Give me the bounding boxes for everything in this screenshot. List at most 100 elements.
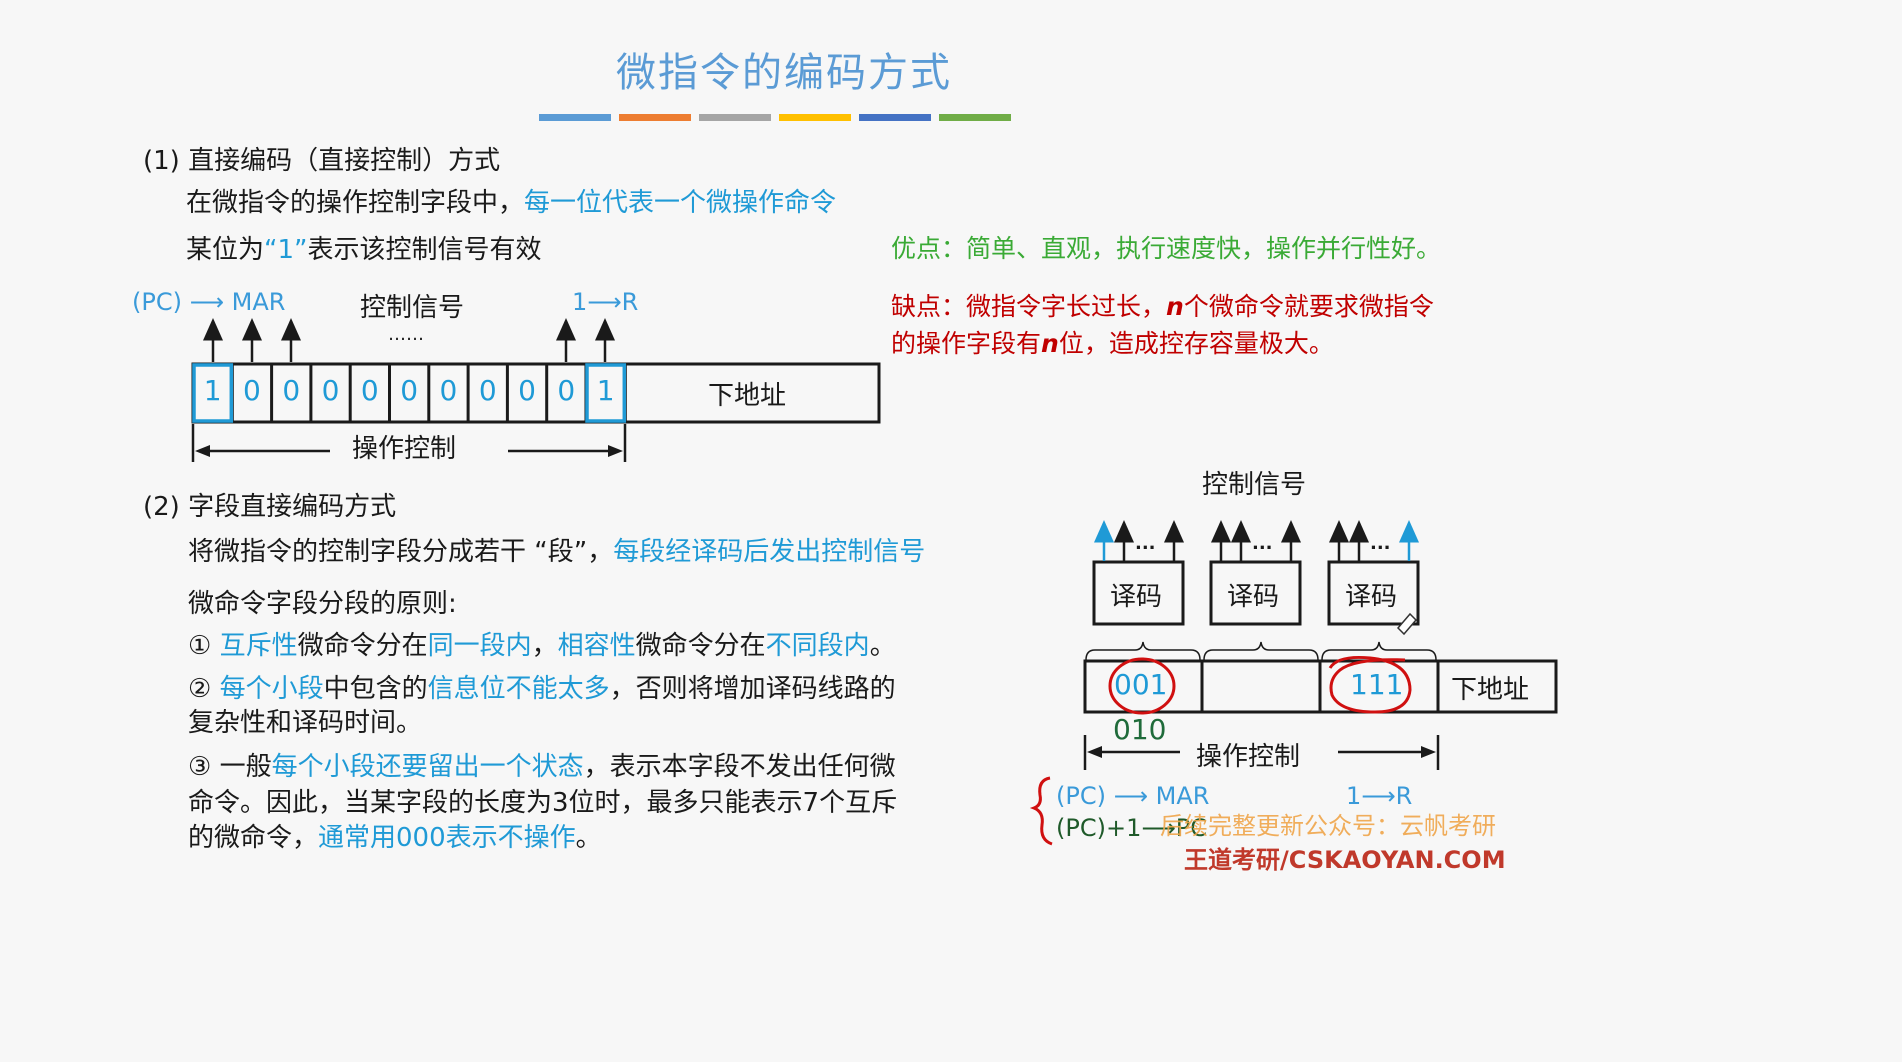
d2-decoder-2-label: 译码	[1227, 582, 1280, 612]
color-bar-4	[779, 114, 851, 121]
text-run: 互斥性	[219, 631, 298, 661]
text-run: ，	[531, 631, 558, 661]
section1-line1-highlight: 每一位代表一个微操作命令	[524, 188, 837, 218]
d1-active-bit-highlight	[585, 363, 627, 423]
section2-item3-line1: ③ 一般每个小段还要留出一个状态，表示本字段不发出任何微	[188, 746, 896, 783]
d1-bit-value: 0	[321, 374, 340, 407]
color-bar-6	[939, 114, 1011, 121]
text-run: 微命令分在	[635, 631, 766, 661]
d1-op-control: 操作控制	[352, 434, 457, 464]
d1-bit-value: 0	[243, 374, 261, 407]
text-run: 信息位不能太多	[427, 674, 610, 704]
text-run: 通常用000表示不操作	[318, 823, 576, 853]
d2-field3-value: 111	[1350, 668, 1404, 701]
d1-signal-arrows	[203, 318, 615, 362]
section2-item2-line1: ② 每个小段中包含的信息位不能太多，否则将增加译码线路的	[188, 668, 896, 705]
section1-line2-quote: “1”	[264, 235, 308, 265]
d2-field-register	[1083, 659, 1558, 714]
d2-dots-1: ...	[1135, 533, 1156, 554]
section2-line1: 将微指令的控制字段分成若干 “段”，每段经译码后发出控制信号	[188, 531, 925, 568]
d2-handwritten-circles	[1108, 656, 1412, 715]
watermark-line1: 后续完整更新公众号：云帆考研	[1160, 812, 1496, 840]
cons-line2-a: 的操作字段有	[891, 329, 1042, 358]
d1-op-control-dimension	[191, 424, 627, 462]
section2-item3-line2: 命令。因此，当某字段的长度为3位时，最多只能表示7个互斥	[188, 788, 898, 818]
diagram-graphics	[191, 318, 1558, 846]
text-run: 同一段内	[427, 631, 532, 661]
d1-bit-value: 0	[360, 374, 379, 407]
pencil-cursor-icon	[1396, 612, 1418, 636]
d1-dots: ……	[388, 324, 424, 345]
d2-control-signal-label: 控制信号	[1202, 470, 1307, 500]
text-run: 。	[575, 823, 602, 853]
d1-bit-value: 0	[478, 374, 497, 407]
d1-bit-value: 0	[518, 374, 536, 407]
section2-principle: 微命令字段分段的原则:	[188, 589, 457, 619]
d1-1r-label: 1⟶R	[572, 288, 639, 316]
d1-register-outline	[191, 362, 881, 424]
d2-op-control-dimension	[1083, 735, 1440, 770]
pros-text: 优点：简单、直观，执行速度快，操作并行性好。	[891, 234, 1442, 263]
text-run: 微命令分在	[297, 631, 428, 661]
section2-item2-line2: 复杂性和译码时间。	[188, 708, 423, 738]
text-run: ③ 一般	[188, 752, 272, 782]
d1-bit-value: 1	[596, 374, 615, 407]
d2-field-braces	[1085, 641, 1437, 661]
d1-pc-mar-label: (PC) ⟶ MAR	[132, 288, 286, 316]
section1-line2: 某位为“1”表示该控制信号有效	[186, 229, 542, 266]
section1-line2-suffix: 表示该控制信号有效	[307, 235, 542, 265]
section2-item3-line3: 的微命令，通常用000表示不操作。	[188, 817, 602, 854]
d2-decoder-3-label: 译码	[1345, 582, 1398, 612]
cons-line1-a: 缺点：微指令字长过长，	[891, 292, 1167, 321]
cons-line2-n: n	[1041, 329, 1059, 358]
section2-item1: ① 互斥性微命令分在同一段内，相容性微命令分在不同段内。	[188, 625, 896, 662]
cons-line2: 的操作字段有n位，造成控存容量极大。	[891, 324, 1334, 360]
cons-line1: 缺点：微指令字长过长，n个微命令就要求微指令	[891, 287, 1434, 323]
d1-bit-value: 1	[203, 374, 222, 407]
section2-heading: (2) 字段直接编码方式	[143, 492, 397, 522]
d1-bit-value: 0	[557, 374, 576, 407]
section1-line1-prefix: 在微指令的操作控制字段中，	[186, 188, 525, 218]
text-run: 不同段内	[765, 631, 870, 661]
section1-heading: (1) 直接编码（直接控制）方式	[143, 146, 501, 176]
d1-active-bit-highlight	[192, 363, 234, 423]
d2-dots-3: ...	[1370, 533, 1391, 554]
d2-pc-mar: (PC) ⟶ MAR	[1056, 782, 1210, 810]
watermark-line2: 王道考研/CSKAOYAN.COM	[1184, 846, 1506, 874]
d1-control-signal-label: 控制信号	[360, 293, 465, 323]
text-run: ②	[188, 674, 220, 704]
cons-line2-b: 位，造成控存容量极大。	[1058, 329, 1334, 358]
text-run: ①	[188, 631, 220, 661]
color-bar-2	[619, 114, 691, 121]
text-run: 相容性	[557, 631, 636, 661]
text-run: ，否则将增加译码线路的	[609, 674, 896, 704]
text-run: ，表示本字段不发出任何微	[583, 752, 896, 782]
section2-line1-prefix: 将微指令的控制字段分成若干 “段”，	[188, 537, 614, 567]
d2-decoder-boxes	[1092, 560, 1420, 626]
text-run: 每个小段还要留出一个状态	[271, 752, 584, 782]
text-run: 的微命令，	[188, 823, 319, 853]
section2-line1-highlight: 每段经译码后发出控制信号	[613, 537, 926, 567]
text-run: 每个小段	[219, 674, 324, 704]
d1-bit-dividers	[192, 363, 627, 423]
text-run: 中包含的	[323, 674, 428, 704]
d1-next-address: 下地址	[708, 381, 787, 411]
cons-line1-n: n	[1166, 292, 1184, 321]
d1-bit-value: 0	[282, 374, 301, 407]
d1-bit-value: 0	[400, 374, 419, 407]
cons-line1-b: 个微命令就要求微指令	[1183, 292, 1434, 321]
d2-red-brace	[1029, 776, 1053, 846]
page-title: 微指令的编码方式	[616, 50, 952, 96]
d2-dots-2: ...	[1252, 533, 1273, 554]
d2-1r: 1⟶R	[1346, 782, 1413, 810]
color-bars	[539, 114, 1011, 121]
d2-decoder-outputs	[1094, 520, 1419, 561]
section1-line2-prefix: 某位为	[186, 235, 265, 265]
color-bar-3	[699, 114, 771, 121]
section1-line1: 在微指令的操作控制字段中，每一位代表一个微操作命令	[186, 182, 836, 219]
color-bar-5	[859, 114, 931, 121]
text-run: 。	[869, 631, 896, 661]
d2-annotation-010: 010	[1113, 713, 1167, 746]
d2-op-control: 操作控制	[1196, 742, 1301, 772]
color-bar-1	[539, 114, 611, 121]
